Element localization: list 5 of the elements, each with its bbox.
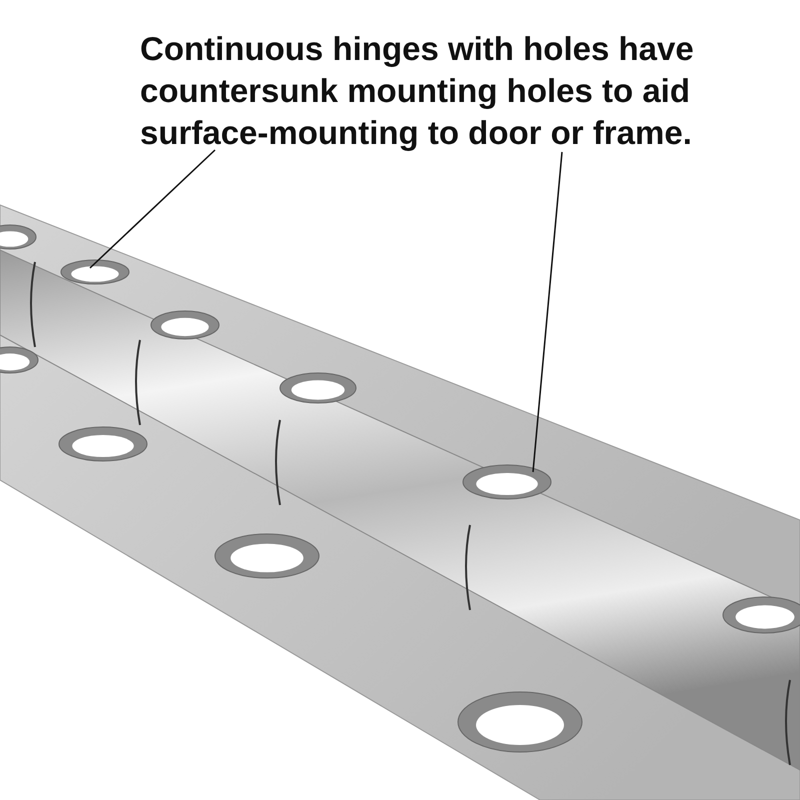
- leader-line: [532, 152, 563, 472]
- mounting-hole: [60, 260, 130, 284]
- leader-line: [89, 149, 216, 269]
- mounting-hole: [462, 464, 552, 500]
- callout-text: Continuous hinges with holes have countersunk mounting holes to aid surface-mounting to door or frame.: [140, 28, 780, 154]
